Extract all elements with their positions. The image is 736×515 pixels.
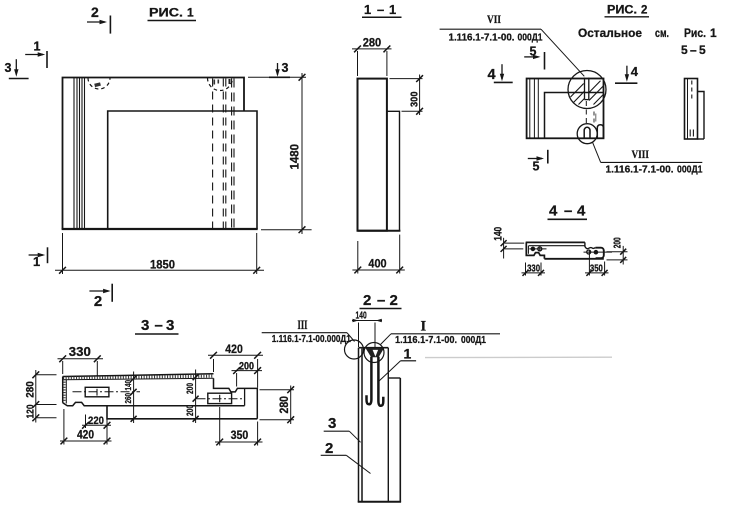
svg-text:120: 120 xyxy=(26,404,37,418)
svg-text:2: 2 xyxy=(325,440,333,457)
svg-text:330: 330 xyxy=(527,262,540,274)
svg-text:420: 420 xyxy=(225,342,243,356)
svg-text:1850: 1850 xyxy=(150,258,175,272)
svg-text:–: – xyxy=(155,317,163,334)
svg-text:140: 140 xyxy=(123,380,133,391)
svg-text:3: 3 xyxy=(141,317,149,334)
svg-text:1: 1 xyxy=(710,26,717,40)
svg-text:350: 350 xyxy=(590,262,603,274)
svg-text:3: 3 xyxy=(166,317,174,334)
svg-text:1: 1 xyxy=(187,6,194,20)
svg-text:200: 200 xyxy=(239,361,254,373)
svg-text:280: 280 xyxy=(25,381,37,398)
svg-text:1.116.1-7.1-00.: 1.116.1-7.1-00. xyxy=(606,163,674,175)
svg-text:000Д1: 000Д1 xyxy=(461,334,486,346)
svg-text:1: 1 xyxy=(364,2,371,17)
svg-text:4: 4 xyxy=(488,67,496,83)
svg-text:1.116.1-7.1-00.000Д1: 1.116.1-7.1-00.000Д1 xyxy=(272,334,351,345)
svg-text:III: III xyxy=(298,317,308,332)
svg-text:1.116.1-7.1-00.: 1.116.1-7.1-00. xyxy=(395,334,457,346)
svg-text:300: 300 xyxy=(409,91,421,107)
svg-text:400: 400 xyxy=(368,256,386,270)
svg-text:000Д1: 000Д1 xyxy=(677,163,703,175)
svg-text:350: 350 xyxy=(231,428,249,442)
svg-text:5: 5 xyxy=(530,44,537,58)
svg-text:1: 1 xyxy=(33,254,40,269)
svg-text:5: 5 xyxy=(681,43,688,57)
svg-text:200: 200 xyxy=(611,237,623,248)
svg-text:–: – xyxy=(377,2,384,17)
svg-text:2: 2 xyxy=(94,293,102,310)
svg-text:РИС.: РИС. xyxy=(607,4,637,16)
svg-text:140: 140 xyxy=(493,227,505,241)
svg-text:–: – xyxy=(377,292,385,309)
svg-text:280: 280 xyxy=(279,396,291,414)
svg-text:1480: 1480 xyxy=(288,144,302,170)
svg-text:1: 1 xyxy=(404,346,412,362)
svg-text:000Д1: 000Д1 xyxy=(518,31,543,43)
svg-text:РИС.: РИС. xyxy=(149,6,183,20)
svg-text:Остальное: Остальное xyxy=(578,26,642,40)
svg-text:VII: VII xyxy=(487,12,501,26)
svg-text:3: 3 xyxy=(5,61,12,75)
svg-text:–: – xyxy=(564,203,572,220)
svg-text:140: 140 xyxy=(356,309,367,321)
svg-text:I: I xyxy=(421,319,427,335)
svg-text:VIII: VIII xyxy=(632,147,650,161)
svg-text:1.116.1-7.1-00.: 1.116.1-7.1-00. xyxy=(449,31,515,43)
svg-text:280: 280 xyxy=(363,36,382,50)
svg-text:260: 260 xyxy=(123,393,133,404)
svg-text:4: 4 xyxy=(577,203,586,220)
svg-text:200: 200 xyxy=(185,383,195,394)
svg-text:1: 1 xyxy=(389,2,396,17)
svg-text:см.: см. xyxy=(655,26,669,40)
svg-text:220: 220 xyxy=(88,415,104,427)
svg-text:3: 3 xyxy=(282,61,289,75)
svg-text:5: 5 xyxy=(533,160,540,174)
svg-text:2: 2 xyxy=(91,4,99,20)
svg-text:4: 4 xyxy=(631,64,639,79)
svg-text:Рис.: Рис. xyxy=(684,26,706,40)
svg-text:–: – xyxy=(690,43,697,57)
svg-text:330: 330 xyxy=(69,345,91,359)
svg-text:3: 3 xyxy=(328,415,336,432)
svg-text:1: 1 xyxy=(34,40,41,54)
svg-text:2: 2 xyxy=(363,292,371,309)
svg-text:420: 420 xyxy=(77,430,94,442)
svg-text:2: 2 xyxy=(641,4,647,16)
svg-text:200: 200 xyxy=(185,405,195,416)
svg-text:4: 4 xyxy=(549,203,558,220)
svg-text:5: 5 xyxy=(699,43,706,57)
svg-text:2: 2 xyxy=(390,292,398,309)
